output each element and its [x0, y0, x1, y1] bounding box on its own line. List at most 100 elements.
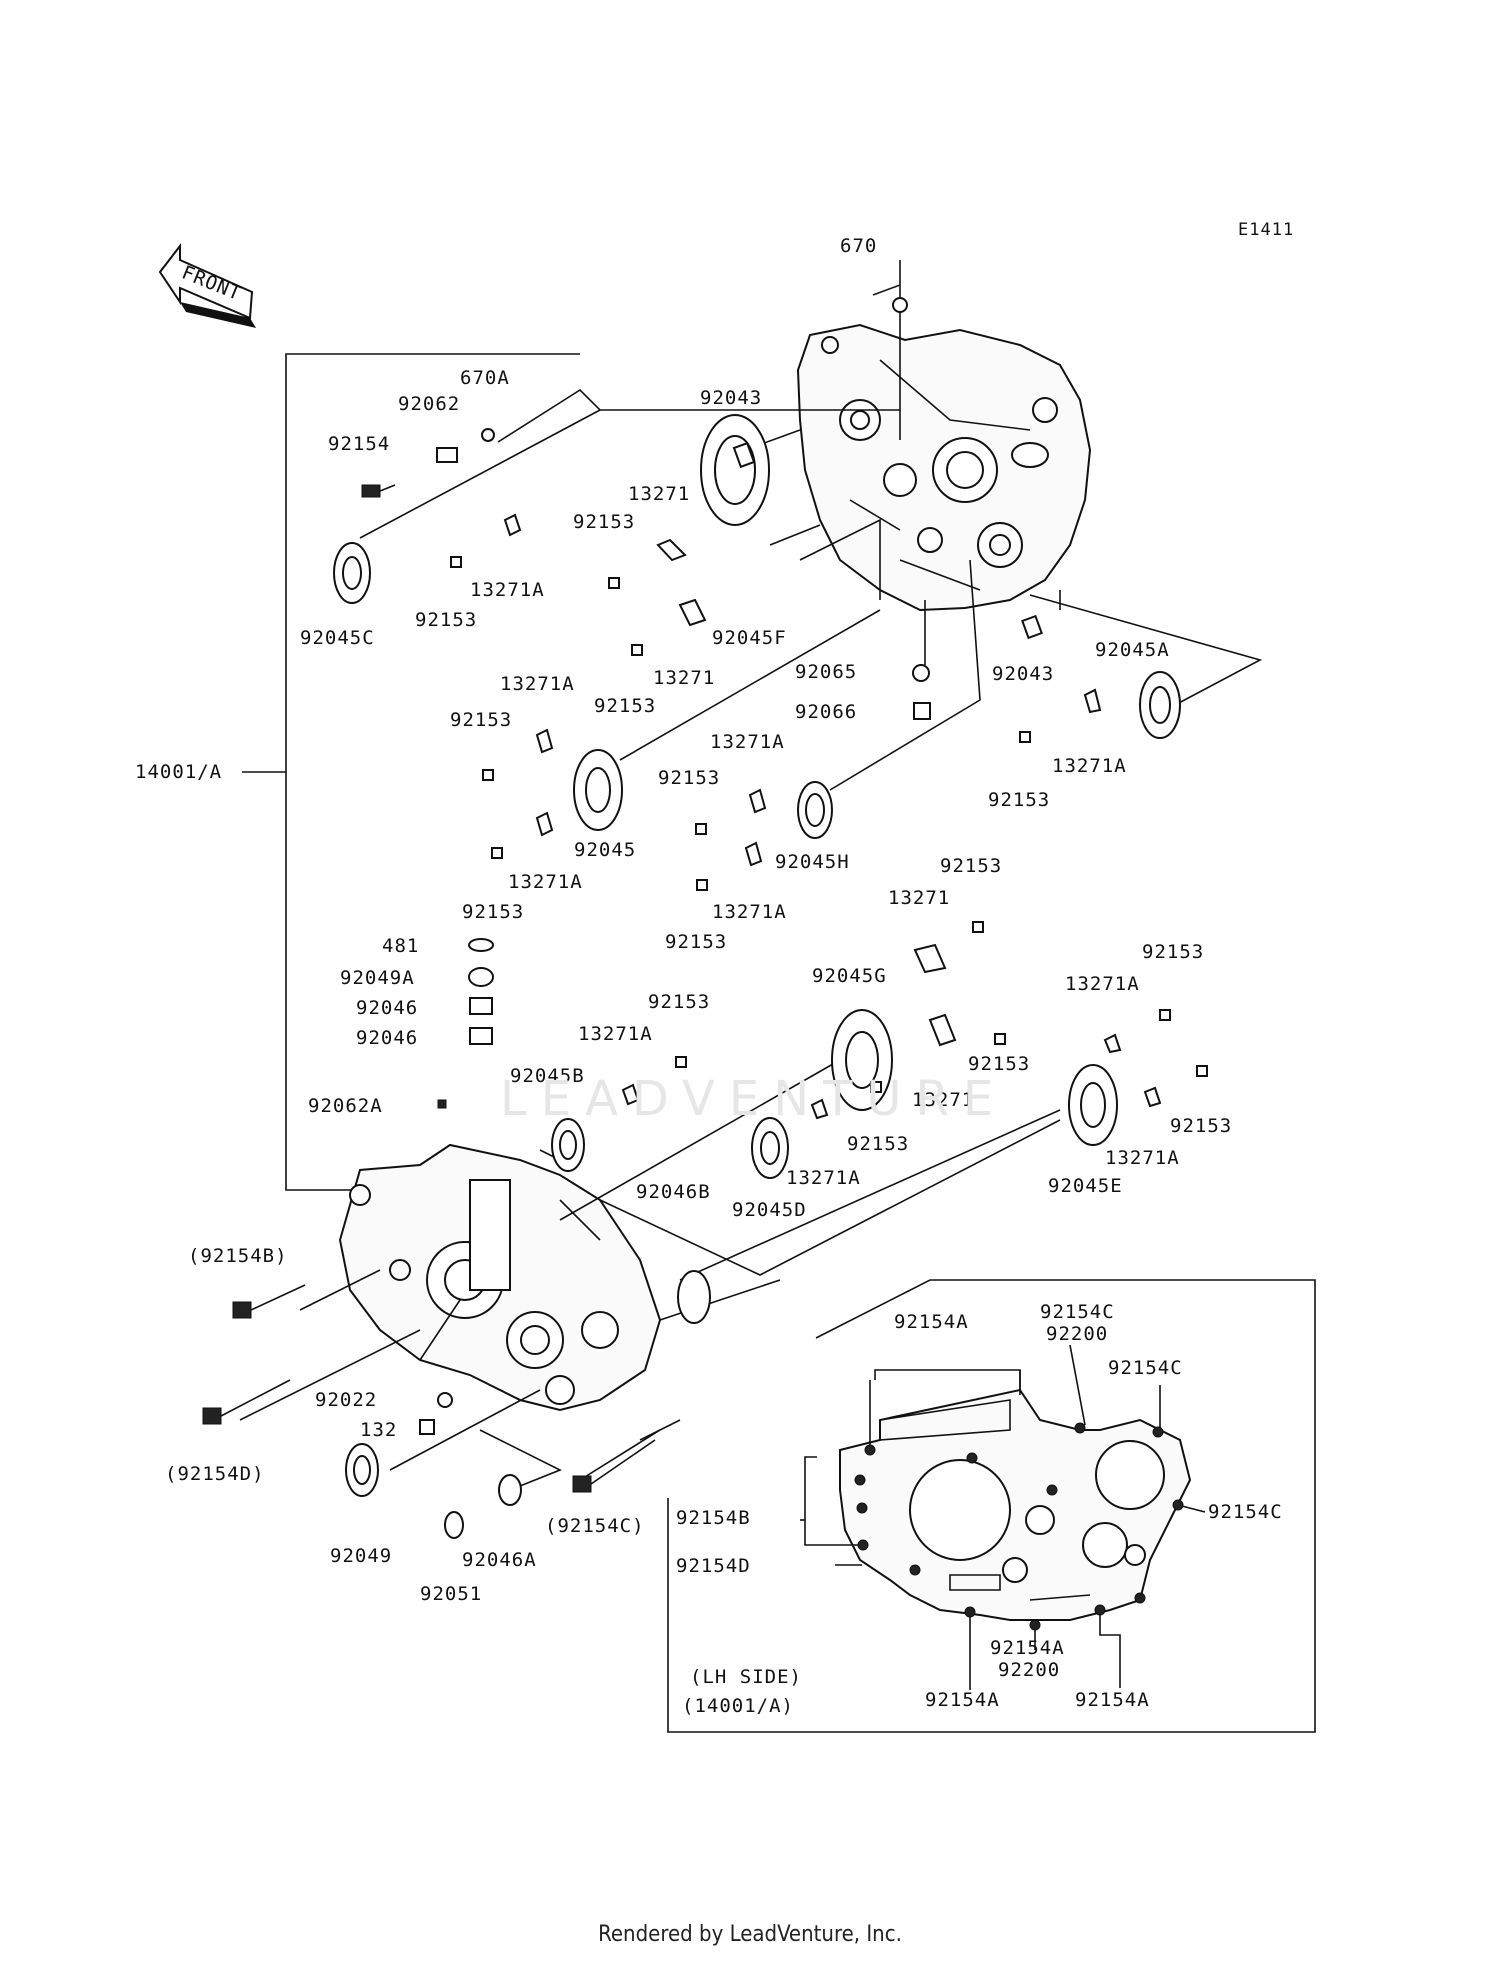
- washer-92065: [912, 664, 930, 682]
- callout-13271A: 13271A: [500, 673, 575, 695]
- callout-92043: 92043: [992, 663, 1054, 685]
- diagram-code: E1411: [1238, 220, 1295, 240]
- bearings: [333, 414, 1181, 1539]
- callout-13271A: 13271A: [710, 731, 785, 753]
- collar-92051: [444, 1511, 464, 1539]
- callout-92153: 92153: [658, 767, 720, 789]
- seal-92049A: [468, 967, 494, 987]
- callout-92062A: 92062A: [308, 1095, 383, 1117]
- callout-13271A: 13271A: [712, 901, 787, 923]
- dowel-92043: [1021, 614, 1043, 640]
- inset-bolt-dots: [854, 1422, 1184, 1631]
- callout-92045F: 92045F: [712, 627, 787, 649]
- watermark-logo: LEADVENTURE: [500, 1071, 1007, 1127]
- callout-92043: 92043: [700, 387, 762, 409]
- inset-callout-92154B: 92154B: [676, 1507, 751, 1529]
- callout-92046B: 92046B: [636, 1181, 711, 1203]
- inset-assembly-label: (14001/A): [682, 1695, 794, 1717]
- callout-92045: 92045: [574, 839, 636, 861]
- dowel-92043: [732, 441, 756, 469]
- screw-92153: [450, 556, 462, 568]
- inset-callout-92154A: 92154A: [990, 1637, 1065, 1659]
- callout-92049A: 92049A: [340, 967, 415, 989]
- bolt-92154C: [572, 1475, 592, 1493]
- callout-13271A: 13271A: [578, 1023, 653, 1045]
- right-crankcase: [796, 323, 1092, 612]
- callout-13271A: 13271A: [1105, 1147, 1180, 1169]
- o-ring-670: [892, 297, 908, 313]
- callout-92153: 92153: [415, 609, 477, 631]
- leader-lines: [239, 260, 1263, 1491]
- callout-92154B: (92154B): [188, 1245, 288, 1267]
- callout-13271A: 13271A: [470, 579, 545, 601]
- inset-callout-92154C: 92154C: [1040, 1301, 1115, 1323]
- callout-13271: 13271: [653, 667, 715, 689]
- left-crankcase: [338, 1143, 662, 1412]
- washer-92022: [437, 1392, 453, 1408]
- callout-92062: 92062: [398, 393, 460, 415]
- inset-callout-92154C: 92154C: [1108, 1357, 1183, 1379]
- callout-670A: 670A: [460, 367, 510, 389]
- callout-92022: 92022: [315, 1389, 377, 1411]
- bearing-92046B: [677, 1270, 711, 1324]
- callout-92153: 92153: [594, 695, 656, 717]
- callout-92153: 92153: [1142, 941, 1204, 963]
- callout-13271A: 13271A: [1052, 755, 1127, 777]
- callout-92153: 92153: [462, 901, 524, 923]
- callout-13271A: 13271A: [1065, 973, 1140, 995]
- bearing-92046A: [498, 1474, 522, 1506]
- callout-670: 670: [840, 235, 877, 257]
- inset-callout-92154C: 92154C: [1208, 1501, 1283, 1523]
- inset-callout-92154A: 92154A: [1075, 1689, 1150, 1711]
- callout-132: 132: [360, 1419, 397, 1441]
- callout-92045G: 92045G: [812, 965, 887, 987]
- plate-13271A: [503, 513, 522, 537]
- bolt-92154B: [232, 1301, 252, 1319]
- callout-92065: 92065: [795, 661, 857, 683]
- callout-92154D: (92154D): [165, 1463, 265, 1485]
- callout-481: 481: [382, 935, 419, 957]
- circlip-481: [468, 938, 494, 952]
- callout-92153: 92153: [988, 789, 1050, 811]
- callout-92046: 92046: [356, 1027, 418, 1049]
- inset-callout-92154D: 92154D: [676, 1555, 751, 1577]
- callout-labels: 670 670A 92062 92154 92043 13271 92153 1…: [135, 235, 1283, 1717]
- callout-92153: 92153: [573, 511, 635, 533]
- callout-92153: 92153: [450, 709, 512, 731]
- callout-92045B: 92045B: [510, 1065, 585, 1087]
- footer-credit: Rendered by LeadVenture, Inc.: [598, 1922, 902, 1947]
- inset-callout-92200: 92200: [1046, 1323, 1108, 1345]
- callout-92153: 92153: [1170, 1115, 1232, 1137]
- callout-92153: 92153: [648, 991, 710, 1013]
- callout-92045D: 92045D: [732, 1199, 807, 1221]
- callout-92154C: (92154C): [545, 1515, 645, 1537]
- plug-132: [419, 1419, 435, 1435]
- callout-92066: 92066: [795, 701, 857, 723]
- callout-92045C: 92045C: [300, 627, 375, 649]
- inset-callout-92200: 92200: [998, 1659, 1060, 1681]
- callout-13271: 13271: [888, 887, 950, 909]
- callout-92153: 92153: [665, 931, 727, 953]
- callout-92045E: 92045E: [1048, 1175, 1123, 1197]
- bolt-92154D: [202, 1407, 222, 1425]
- bolt-92066: [913, 702, 931, 720]
- inset-callout-92154A: 92154A: [925, 1689, 1000, 1711]
- fitting-92062: [436, 447, 458, 463]
- front-arrow-icon: FRONT: [158, 243, 256, 328]
- callout-92153: 92153: [968, 1053, 1030, 1075]
- callout-92049: 92049: [330, 1545, 392, 1567]
- inset-callout-92154A: 92154A: [894, 1311, 969, 1333]
- callout-13271A: 13271A: [786, 1167, 861, 1189]
- plug-92062A: [437, 1099, 447, 1109]
- callout-92046: 92046: [356, 997, 418, 1019]
- callout-13271A: 13271A: [508, 871, 583, 893]
- callout-92046A: 92046A: [462, 1549, 537, 1571]
- callout-13271: 13271: [628, 483, 690, 505]
- callout-92045A: 92045A: [1095, 639, 1170, 661]
- callout-92154: 92154: [328, 433, 390, 455]
- inset-side-label: (LH SIDE): [690, 1666, 802, 1688]
- callout-92153: 92153: [940, 855, 1002, 877]
- o-ring-670A: [481, 428, 495, 442]
